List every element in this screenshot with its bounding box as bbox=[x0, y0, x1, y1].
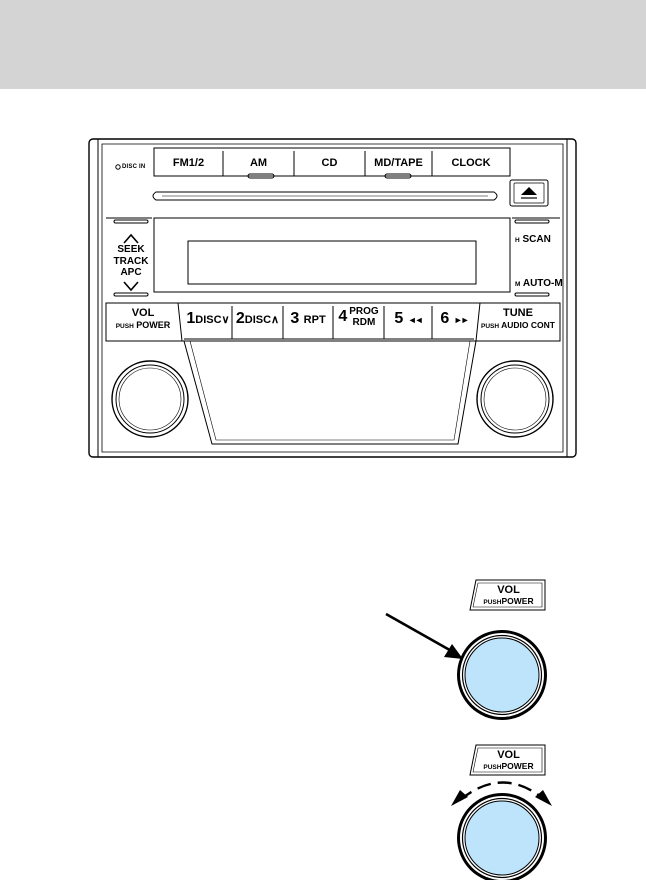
inset2-vol-button[interactable]: VOL PUSHPOWER bbox=[472, 750, 545, 772]
preset-3-button[interactable]: 3 RPT bbox=[283, 311, 333, 327]
preset-2-button[interactable]: 2DISC∧ bbox=[232, 311, 283, 327]
scan-prefix: H bbox=[515, 237, 520, 244]
preset-5-number: 5 bbox=[394, 310, 404, 327]
inset2-power-label: POWER bbox=[501, 761, 534, 771]
seek-line3: APC bbox=[120, 267, 142, 278]
scan-button[interactable]: H SCAN bbox=[515, 235, 551, 245]
preset-3-label: RPT bbox=[303, 314, 326, 326]
vol-power-label: POWER bbox=[136, 320, 171, 330]
inset1-vol-label: VOL bbox=[497, 584, 520, 596]
vol-label: VOL bbox=[131, 307, 155, 319]
inset1-push-label: PUSH bbox=[483, 599, 502, 606]
rewind-icon: ◄◄ bbox=[407, 315, 424, 325]
preset-2-number: 2 bbox=[235, 310, 245, 327]
preset-2-label: DISC∧ bbox=[244, 314, 280, 326]
tune-push-label: PUSH bbox=[481, 323, 500, 330]
fast-forward-icon: ►► bbox=[453, 315, 470, 325]
disc-in-label: DISC IN bbox=[122, 164, 146, 170]
preset-4-number: 4 bbox=[338, 308, 348, 325]
tune-audio-label: AUDIO CONT bbox=[501, 320, 555, 330]
volume-knob-rotate-highlight bbox=[464, 800, 540, 876]
am-button[interactable]: AM bbox=[249, 157, 268, 169]
inset1-vol-button[interactable]: VOL PUSHPOWER bbox=[472, 585, 545, 607]
page-header-band bbox=[0, 0, 646, 89]
inset1-power-label: POWER bbox=[501, 596, 534, 606]
vol-power-button[interactable]: VOL PUSH POWER bbox=[106, 308, 180, 331]
scan-label: SCAN bbox=[522, 234, 551, 245]
volume-knob-highlight bbox=[464, 637, 540, 713]
inset2-vol-label: VOL bbox=[497, 749, 520, 761]
preset-5-button[interactable]: 5 ◄◄ bbox=[384, 311, 432, 327]
preset-1-label: DISC∨ bbox=[195, 314, 230, 326]
cd-button[interactable]: CD bbox=[321, 157, 338, 169]
preset-1-button[interactable]: 1DISC∨ bbox=[184, 311, 232, 327]
vol-push-label: PUSH bbox=[115, 323, 134, 330]
preset-1-number: 1 bbox=[186, 310, 196, 327]
auto-m-button[interactable]: M AUTO-M bbox=[515, 279, 563, 289]
inset2-push-label: PUSH bbox=[483, 764, 502, 771]
fm-button[interactable]: FM1/2 bbox=[172, 157, 205, 169]
preset-6-button[interactable]: 6 ►► bbox=[432, 311, 476, 327]
preset-3-number: 3 bbox=[290, 310, 300, 327]
preset-4-label-top: PROG bbox=[349, 306, 379, 317]
seek-track-apc-label[interactable]: SEEK TRACK APC bbox=[106, 244, 156, 279]
preset-6-number: 6 bbox=[440, 310, 450, 327]
seek-line1: SEEK bbox=[117, 244, 145, 255]
tune-label: TUNE bbox=[503, 307, 533, 319]
tune-audio-button[interactable]: TUNE PUSH AUDIO CONT bbox=[478, 308, 558, 331]
auto-m-label: AUTO-M bbox=[522, 278, 563, 289]
auto-m-prefix: M bbox=[515, 281, 521, 288]
md-tape-button[interactable]: MD/TAPE bbox=[374, 157, 423, 169]
seek-line2: TRACK bbox=[113, 255, 149, 267]
clock-button[interactable]: CLOCK bbox=[451, 157, 491, 169]
preset-4-label-bottom: RDM bbox=[352, 317, 376, 328]
preset-4-button[interactable]: 4 PROG RDM bbox=[333, 306, 384, 328]
